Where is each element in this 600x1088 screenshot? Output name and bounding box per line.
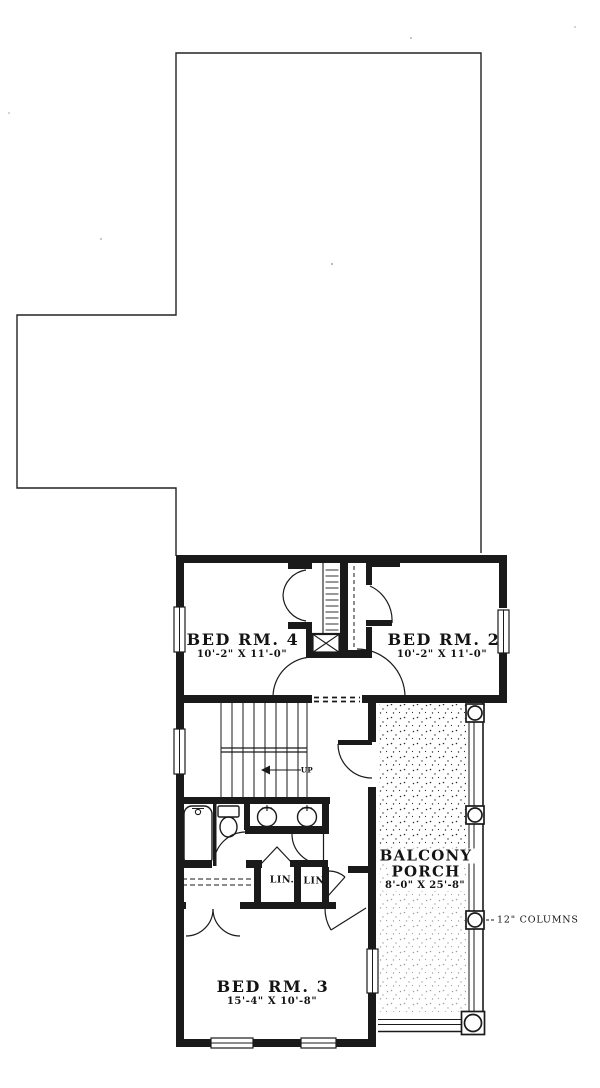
linen2-door-arc [327,870,346,878]
tub-faucet [194,808,202,816]
closet-spine-wall [340,562,348,658]
linen1-label: LIN. [269,874,295,886]
walls [176,555,507,1047]
bed3-room-label: BED RM. 3 [216,977,330,996]
bed3-double-door-arc-left [185,908,214,937]
bed2-closet-door-arc [369,585,393,624]
linen2-door-leaf [327,876,346,897]
linen2-wall [322,867,329,902]
balcony-columns [460,703,486,1036]
linen1-wall [254,862,261,902]
linen2-label: LIN [303,875,325,887]
stairs [220,703,308,797]
doors [185,569,406,937]
exterior-wall-right [499,555,507,608]
bed3-south-wall [176,1039,212,1047]
bed2-room-dims: 10'-2" X 11'-0" [396,649,488,660]
bed3-closet-door-leaf [330,907,367,931]
bed3-east-wall [368,902,376,950]
balcony-label-line1: BALCONY [376,848,476,864]
windows [173,606,510,1049]
bed3-room-dims: 15'-4" X 10'-8" [226,996,318,1007]
columns-note: 12" COLUMNS [497,914,579,926]
chimney-hatch [325,569,339,631]
bed2-room-label: BED RM. 2 [387,630,501,649]
exterior-wall-left [176,555,184,608]
stair-up-arrowhead [261,765,270,775]
window-bed2-east [497,609,510,654]
hall-bath-door-arc [291,833,323,865]
scan-noise [8,26,576,266]
column-1 [465,703,485,723]
toilet-tank [217,805,240,818]
window-bed3-east [366,948,379,994]
balcony-door-leaf [338,740,372,745]
bed4-room-dims: 10'-2" X 11'-0" [196,649,288,660]
bed3-north-wall [176,902,186,909]
bed4-room-label: BED RM. 4 [186,630,300,649]
column-3 [465,910,485,930]
balcony-wall [368,703,376,742]
linen1-bifold-door [260,846,294,865]
balcony-label-line2: PORCH [388,864,464,880]
bed4-door-arc [272,656,314,698]
column-2 [465,805,485,825]
bathtub [183,805,213,867]
stair-up-label: UP [300,765,314,775]
bath-door-arc [213,831,247,865]
window-bed4-west [173,606,186,653]
window-bed3-south-left [210,1037,254,1049]
toilet-bowl [219,816,238,838]
roof-outline [16,52,482,556]
window-stair-west [173,728,186,775]
column-4 [460,1010,486,1036]
closet-details [182,563,355,886]
bed3-double-door-arc-right [212,908,241,937]
bed3-closet-door-arc [324,907,332,931]
bed4-closet-door-arc [282,569,307,596]
balcony-dims: 8'-0" X 25'-8" [383,880,467,891]
dashed-opening [314,696,360,703]
balcony-door-arc [337,743,373,779]
hall-wall [176,695,312,703]
closet-door-leaf [366,620,392,626]
bath-wall [176,797,330,804]
window-bed3-south-right [300,1037,337,1049]
bed2-door-arc [356,648,406,698]
bathroom-fixtures [183,805,318,867]
exterior-wall-top [176,555,507,563]
